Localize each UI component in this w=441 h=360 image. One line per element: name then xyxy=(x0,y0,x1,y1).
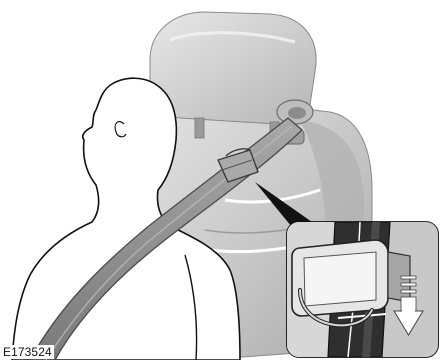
figure-id-label: E173524 xyxy=(3,345,54,359)
detail-inset xyxy=(287,222,438,357)
